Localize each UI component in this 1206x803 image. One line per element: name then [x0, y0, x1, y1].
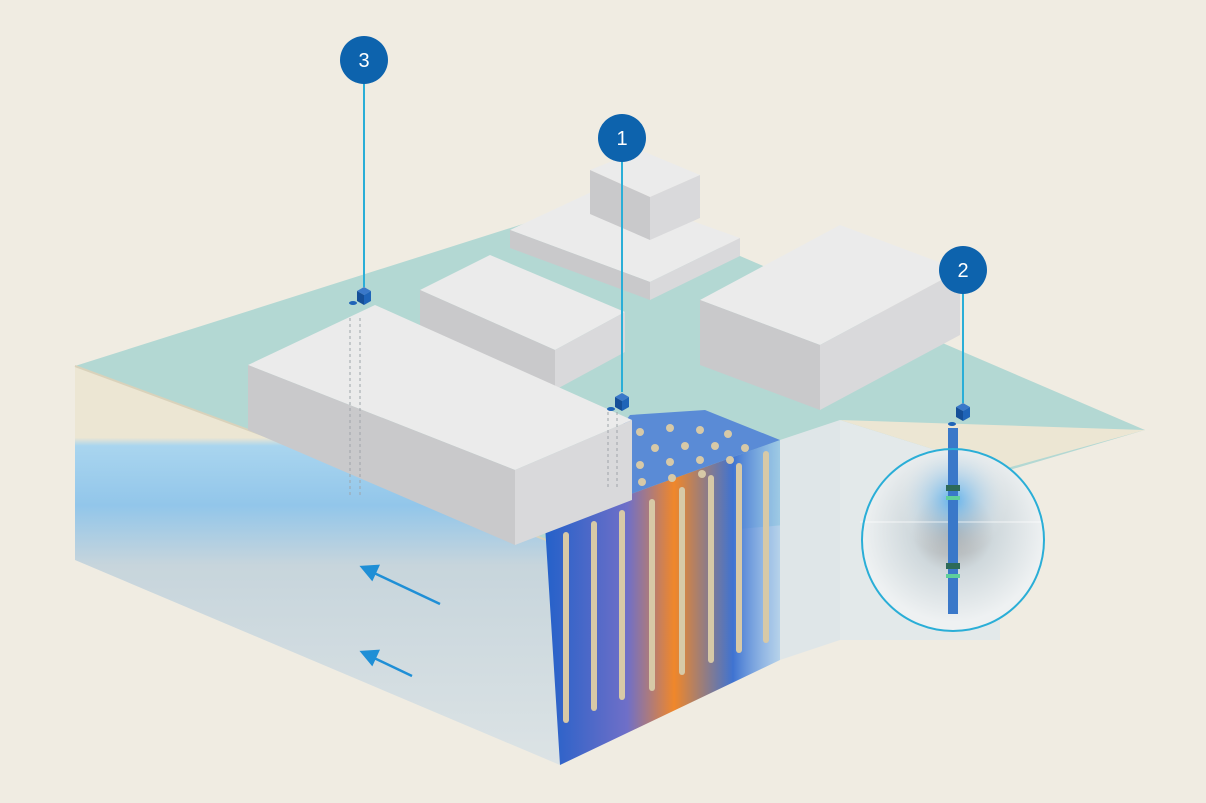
pile-top [681, 442, 689, 450]
magnifier-callout-icon [860, 428, 1045, 632]
right-soil-top [840, 420, 1145, 470]
pile-top [741, 444, 749, 452]
pile-top [726, 456, 734, 464]
pile-top [668, 474, 676, 482]
excavation-right-face [780, 420, 840, 660]
building-front [248, 305, 632, 545]
building-back [510, 150, 740, 300]
pile-top [636, 461, 644, 469]
contaminant-plume [545, 440, 780, 765]
soil-front-face [75, 366, 560, 765]
pile-top [696, 426, 704, 434]
building-middle [420, 255, 625, 390]
sensor-cube-icon [607, 393, 629, 411]
sensor-cube-icon [948, 403, 970, 426]
pile-top [651, 444, 659, 452]
marker-1[interactable]: 1 [598, 114, 646, 162]
marker-3-label: 3 [358, 50, 369, 72]
pile-top [724, 430, 732, 438]
marker-1-label: 1 [616, 128, 627, 150]
pile-group [563, 451, 769, 723]
well-1-dashed [607, 412, 618, 490]
pile-top [711, 442, 719, 450]
building-right [700, 225, 960, 410]
pile-top [698, 470, 706, 478]
pile-top [696, 456, 704, 464]
pile-top [636, 428, 644, 436]
marker-2-label: 2 [957, 260, 968, 282]
marker-2[interactable]: 2 [939, 246, 987, 294]
pile-top [638, 478, 646, 486]
pile-top [666, 424, 674, 432]
arrow-left-icon [359, 564, 441, 606]
sensor-cube-icon [349, 287, 371, 305]
arrow-left-icon [359, 649, 413, 678]
pile-top [666, 458, 674, 466]
marker-3[interactable]: 3 [340, 36, 388, 84]
